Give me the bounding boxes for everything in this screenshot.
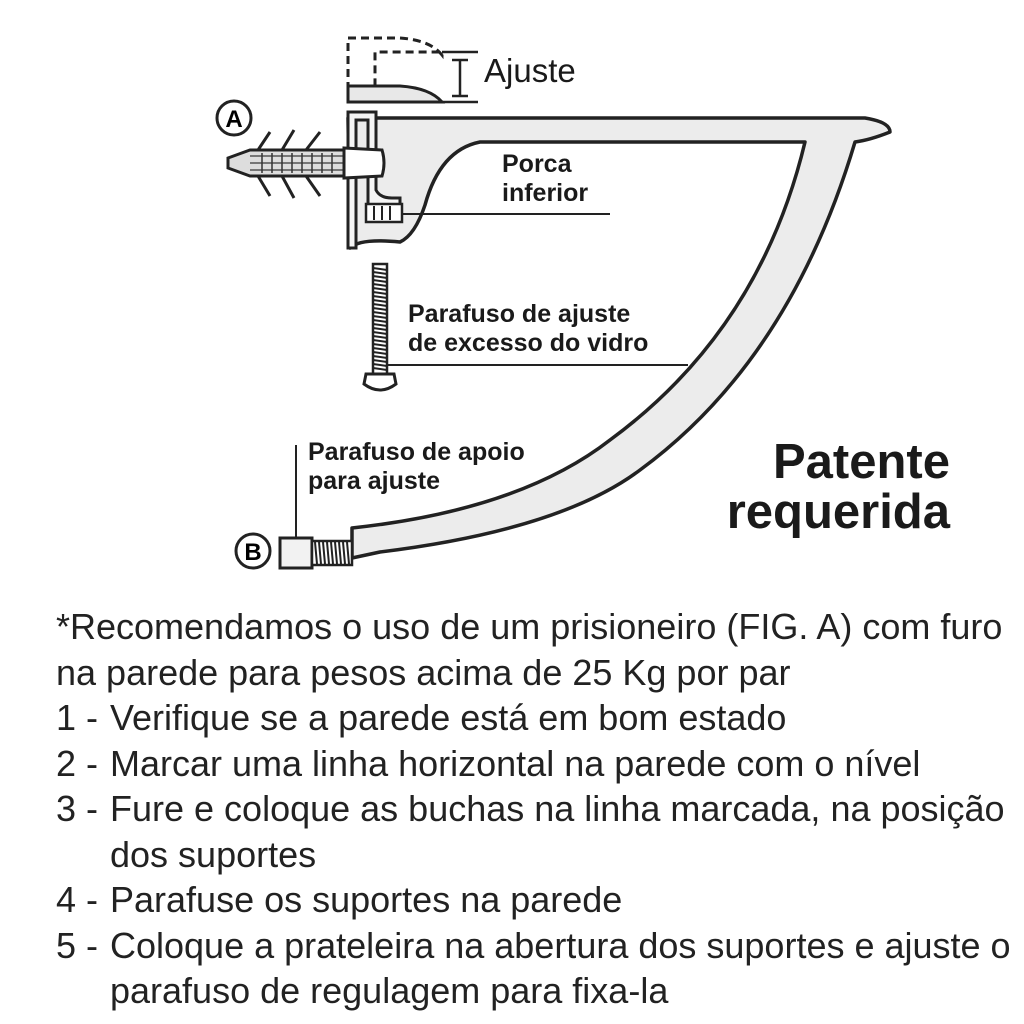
bracket-diagram: A B Ajuste Porca inferior Parafuso de aj… (215, 36, 950, 570)
label-glass-adjust-screw-line-1: Parafuso de ajuste (408, 300, 631, 328)
step-text: Parafuse os suportes na parede (110, 879, 623, 920)
label-support-screw: Parafuso de apoio para ajuste (308, 438, 525, 496)
step-number: 5 - (56, 924, 99, 966)
svg-text:B: B (244, 539, 261, 566)
lower-nut (364, 202, 404, 224)
support-adjust-screw-b (278, 536, 354, 570)
adjust-dimension-marker (442, 50, 478, 104)
step-text: Fure e coloque as buchas na linha marcad… (110, 788, 1005, 875)
bracket-body (346, 116, 892, 560)
label-lower-nut-line-2: inferior (502, 178, 589, 207)
instruction-step: 2 - Marcar uma linha horizontal na pared… (56, 741, 1016, 787)
label-glass-adjust-screw-line-2: de excesso do vidro (408, 328, 649, 357)
step-number: 3 - (56, 788, 99, 829)
step-number: 1 - (56, 697, 99, 738)
step-number: 4 - (56, 879, 99, 920)
label-support-screw-line-2: para ajuste (308, 466, 441, 495)
step-number: 2 - (56, 742, 99, 784)
badge-b: B (234, 532, 272, 570)
badge-a: A (215, 99, 253, 137)
step-text: Verifique se a parede está em bom estado (110, 697, 787, 738)
label-glass-adjust-screw: Parafuso de ajuste de excesso do vidro (408, 300, 648, 358)
instruction-step: 3 - Fure e coloque as buchas na linha ma… (56, 786, 1016, 877)
patent-line-1: Patente (772, 435, 950, 489)
glass-adjust-screw (362, 262, 398, 392)
instruction-step: 4 - Parafuse os suportes na parede (56, 877, 1016, 923)
patent-line-2: requerida (726, 484, 950, 539)
dashed-clamp-outline (346, 36, 444, 90)
step-text: Coloque a prateleira na abertura dos sup… (110, 924, 1011, 1012)
instruction-step: 1 - Verifique se a parede está em bom es… (56, 695, 1016, 741)
installation-instructions: *Recomendamos o uso de um prisioneiro (F… (56, 604, 1016, 1014)
wall-plate (346, 110, 402, 250)
recommendation-note: *Recomendamos o uso de um prisioneiro (F… (56, 606, 1003, 693)
bracket-illustration: A B (215, 36, 892, 570)
wall-anchor-a (226, 129, 386, 199)
label-support-screw-line-1: Parafuso de apoio (308, 438, 525, 466)
label-lower-nut: Porca inferior (502, 150, 588, 208)
instruction-step: 5 - Coloque a prateleira na abertura dos… (56, 923, 1016, 1014)
step-text: Marcar uma linha horizontal na parede co… (110, 742, 921, 784)
label-adjust: Ajuste (484, 52, 576, 89)
top-clamp (346, 84, 446, 104)
label-lower-nut-line-1: Porca (502, 150, 572, 178)
patent-pending-label: Patente requerida (700, 435, 950, 539)
svg-text:A: A (225, 106, 242, 133)
